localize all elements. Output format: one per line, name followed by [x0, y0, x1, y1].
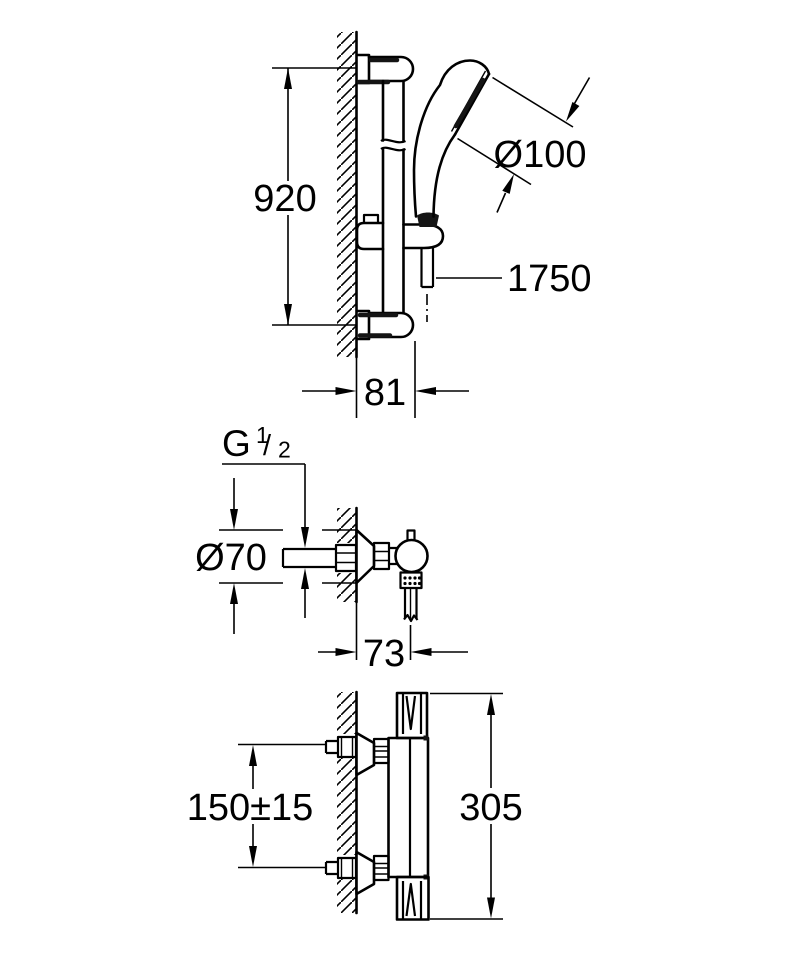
spray-plate-shading	[453, 77, 486, 129]
dim-mixer-depth: 73	[318, 625, 468, 675]
dim-label-hose-length: 1750	[507, 258, 592, 300]
hand-shower-handle-inner	[432, 133, 457, 218]
hose-nut-cone	[417, 212, 439, 227]
wall-hatching	[337, 32, 356, 357]
shower-hose	[420, 248, 435, 322]
dim-hose-length: 1750	[436, 258, 592, 300]
hand-shower-face	[453, 72, 491, 136]
dim-label-total-height: 305	[459, 787, 522, 829]
thermostat-body-side	[394, 529, 429, 623]
dim-label-thread-letter: G	[222, 423, 251, 464]
hose-break	[403, 613, 419, 623]
dim-inlet-distance: 150±15	[187, 743, 326, 869]
thermostat-body-front	[387, 691, 430, 921]
wall-hatching	[337, 757, 356, 855]
dim-label-rosette-diameter: Ø70	[195, 537, 267, 579]
coupling-knurl-dots	[403, 576, 422, 586]
dim-label-bracket-depth: 81	[364, 372, 406, 414]
wall-hatching	[337, 508, 356, 543]
dim-label-inlet-distance: 150±15	[187, 787, 314, 829]
hose-side	[403, 588, 418, 619]
wall-hatching	[337, 573, 356, 602]
dim-head-diameter: Ø100	[457, 76, 591, 213]
hose-outlet-bottom	[395, 875, 430, 921]
dim-label-thread-numerator: 1	[256, 422, 269, 448]
dim-thread-size: G 1 / 2	[222, 422, 309, 618]
thermostat-knob	[394, 538, 429, 574]
view-shower-rail-set: 920 Ø100 1750 81	[253, 30, 592, 418]
dim-rail-height: 920	[253, 67, 356, 326]
dim-label-thread-slash: /	[263, 430, 272, 462]
shower-rail-bar	[380, 79, 407, 315]
view-mixer-front: 150±15 305	[187, 690, 523, 921]
dim-bracket-depth: 81	[302, 341, 469, 418]
escutcheon	[355, 528, 398, 585]
inlet-connection-bottom	[324, 850, 390, 896]
supply-pipe	[281, 543, 358, 573]
hand-shower	[412, 59, 491, 218]
dim-label-thread-denominator: 2	[278, 437, 291, 463]
wall-hatching	[337, 878, 356, 913]
wall-hatching	[337, 692, 356, 734]
hand-shower-outer-outline	[412, 59, 491, 218]
dim-rosette-diameter: Ø70	[195, 478, 356, 634]
hose-coupling	[399, 571, 423, 590]
dim-label-rail-height: 920	[253, 178, 316, 220]
inlet-connection-top	[324, 731, 390, 777]
rail-bottom-bracket	[355, 309, 415, 341]
dim-total-height: 305	[430, 692, 523, 920]
dim-label-head-diameter: Ø100	[494, 134, 587, 176]
dim-label-mixer-depth: 73	[363, 633, 405, 675]
view-mixer-side: G 1 / 2 Ø70 73	[195, 422, 468, 675]
